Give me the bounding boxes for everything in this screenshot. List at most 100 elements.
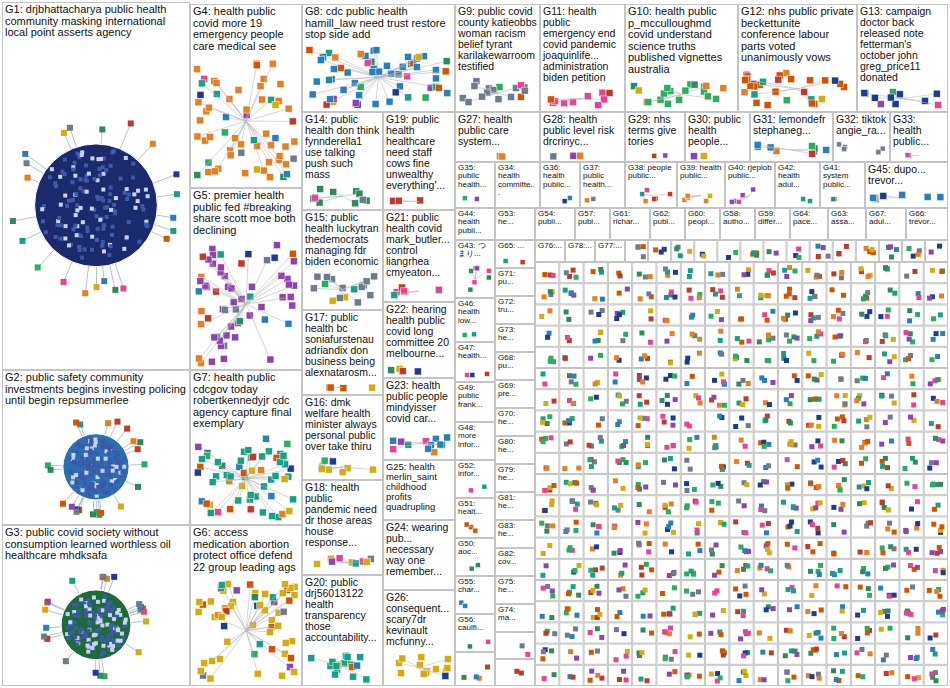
group-cell: [754, 411, 777, 431]
group-cell: [536, 644, 559, 664]
vertex-icon: [831, 522, 836, 527]
vertex-icon: [547, 543, 552, 548]
vertex-icon: [933, 568, 938, 573]
vertex-icon: [907, 337, 912, 342]
vertex-icon: [74, 213, 78, 217]
vertex-icon: [785, 587, 790, 592]
group-cell: [876, 517, 899, 537]
vertex-icon: [41, 219, 45, 223]
group-cell: [900, 623, 923, 643]
vertex-icon: [763, 417, 768, 422]
vertex-icon: [832, 465, 837, 470]
vertex-icon: [100, 614, 104, 618]
vertex-icon: [645, 416, 650, 421]
vertex-icon: [565, 335, 570, 340]
vertex-icon: [720, 295, 725, 300]
vertex-icon: [114, 465, 118, 469]
group-cell: [730, 369, 753, 389]
group-cell: [851, 305, 874, 325]
group-cell: [827, 411, 850, 431]
vertex-icon: [76, 486, 80, 490]
group-cell: [584, 326, 607, 346]
group-cell: [827, 517, 850, 537]
vertex-icon: [565, 606, 570, 611]
vertex-icon: [809, 423, 814, 428]
vertex-icon: [644, 521, 649, 526]
vertex-icon: [669, 657, 674, 662]
vertex-icon: [697, 611, 702, 616]
vertex-icon: [809, 593, 814, 598]
group-cell: [608, 369, 631, 389]
vertex-icon: [788, 524, 793, 529]
vertex-icon: [838, 488, 843, 493]
vertex-icon: [670, 443, 675, 448]
vertex-icon: [95, 195, 99, 199]
group-cell: [851, 432, 874, 452]
vertex-icon: [671, 443, 676, 448]
vertex-icon: [733, 586, 738, 591]
group-cell: [706, 390, 729, 410]
vertex-icon: [562, 466, 567, 471]
vertex-icon: [864, 314, 869, 319]
vertex-icon: [839, 438, 844, 443]
vertex-icon: [840, 414, 845, 419]
vertex-icon: [85, 446, 89, 450]
vertex-icon: [813, 583, 818, 588]
group-cell: [876, 411, 899, 431]
vertex-icon: [816, 424, 821, 429]
group-cell: [803, 602, 826, 622]
vertex-icon: [616, 587, 621, 592]
vertex-icon: [615, 614, 620, 619]
vertex-icon: [101, 278, 107, 284]
vertex-icon: [861, 608, 866, 613]
group-cell: [608, 602, 631, 622]
vertex-icon: [721, 608, 726, 613]
group-cell: [496, 660, 535, 686]
vertex-icon: [690, 332, 695, 337]
vertex-icon: [614, 627, 619, 632]
vertex-icon: [816, 530, 821, 535]
vertex-icon: [643, 274, 648, 279]
vertex-icon: [879, 442, 884, 447]
group-cell: [754, 284, 777, 304]
group-cell: [764, 241, 786, 262]
vertex-icon: [85, 179, 89, 183]
vertex-icon: [885, 526, 890, 531]
vertex-icon: [854, 398, 859, 403]
vertex-icon: [758, 507, 763, 512]
vertex-icon: [100, 574, 106, 580]
vertex-icon: [95, 214, 99, 218]
vertex-icon: [831, 668, 836, 673]
vertex-icon: [716, 481, 721, 486]
vertex-icon: [596, 591, 601, 596]
vertex-icon: [571, 584, 576, 589]
vertex-icon: [668, 520, 673, 525]
vertex-icon: [908, 353, 913, 358]
group-cell: [851, 496, 874, 516]
group-cell: [876, 369, 899, 389]
vertex-icon: [665, 318, 670, 323]
vertex-icon: [858, 585, 863, 590]
group-cell: [730, 411, 753, 431]
vertex-icon: [669, 549, 674, 554]
vertex-icon: [765, 273, 770, 278]
vertex-icon: [671, 530, 676, 535]
group-cell: [681, 369, 704, 389]
vertex-icon: [108, 473, 112, 477]
vertex-icon: [938, 312, 943, 317]
vertex-icon: [840, 311, 845, 316]
group-cell: [827, 538, 850, 558]
vertex-icon: [588, 396, 593, 401]
vertex-icon: [574, 656, 579, 661]
vertex-icon: [888, 244, 893, 249]
vertex-icon: [67, 243, 71, 247]
group-cell: [803, 665, 826, 685]
vertex-icon: [667, 611, 672, 616]
vertex-icon: [687, 437, 692, 442]
group-cell: [706, 453, 729, 473]
vertex-icon: [571, 401, 576, 406]
group-cell: [681, 517, 704, 537]
vertex-icon: [912, 269, 917, 274]
vertex-icon: [621, 631, 626, 636]
vertex-icon: [90, 235, 94, 239]
